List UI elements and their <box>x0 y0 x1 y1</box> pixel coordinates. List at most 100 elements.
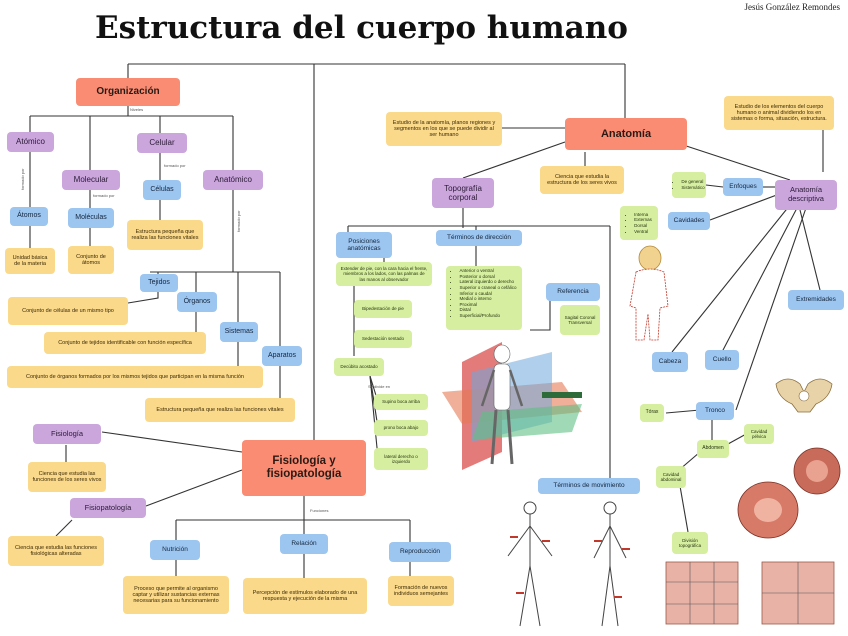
def-moleculas: Conjunto de átomos <box>68 246 114 274</box>
node-atomico: Atómico <box>7 132 54 152</box>
node-organizacion: Organización <box>76 78 180 106</box>
def-nutricion: Proceso que permite al organismo captar … <box>123 576 229 614</box>
label-atomos: Átomos <box>17 212 41 220</box>
node-prono: prono boca abajo <box>374 420 428 436</box>
node-aparatos: Aparatos <box>262 346 302 366</box>
note-funciones: Funciones <box>310 508 329 513</box>
cavidad-item: Interna <box>634 212 652 218</box>
node-reproduccion: Reproducción <box>389 542 451 562</box>
node-cavidades: Cavidades <box>668 212 710 230</box>
label-fisiologia-y-fisiopatologia: Fisiología y fisiopatología <box>266 454 342 480</box>
direccion-item: Lateral izquierdo o derecho <box>459 279 516 285</box>
direcciones-items: Anterior o ventral Posterior o dorsal La… <box>451 268 516 319</box>
label-tejidos: Tejidos <box>148 278 170 286</box>
node-sedestacion: Sedestación sentado <box>354 330 412 348</box>
node-bipedestacion: Bipedestación de pie <box>354 300 412 318</box>
label-terminos-direccion: Términos de dirección <box>447 234 511 242</box>
def-tejidos: Conjunto de células de un mismo tipo <box>8 297 128 325</box>
node-tejidos: Tejidos <box>140 274 178 292</box>
node-molecular: Molecular <box>62 170 120 190</box>
label-cavidad-abdominal: Cavidad abdominal <box>660 471 682 482</box>
text-sistemas-def: Conjunto de órganos formados por los mis… <box>26 373 244 380</box>
node-extremidades: Extremidades <box>788 290 844 310</box>
label-anatomico: Anatómico <box>214 175 252 185</box>
page-title: Estructura del cuerpo humano <box>95 10 628 46</box>
def-posiciones: Extender de pie, con la cara hacia el fr… <box>336 262 432 286</box>
node-abdomen: Abdomen <box>697 440 729 458</box>
label-nutricion: Nutrición <box>162 546 188 554</box>
node-supino: Supino boca arriba <box>374 394 428 410</box>
def-fisiopatologia: Ciencia que estudia las funciones fisiol… <box>8 536 104 566</box>
note-formado-por-3: formado por <box>164 163 186 168</box>
label-cabeza: Cabeza <box>658 358 682 366</box>
node-division-topografica: División topográfica <box>672 532 708 554</box>
enfoque-item: Sistemático <box>681 185 704 191</box>
direccion-item: Superficial/Profundo <box>459 313 516 319</box>
label-posiciones: Posiciones anatómicas <box>347 237 381 252</box>
node-cavidad-abdominal: Cavidad abdominal <box>656 466 686 488</box>
label-relacion: Relación <box>291 540 317 548</box>
text-fisiologia-def: Ciencia que estudia las funciones de los… <box>32 470 102 483</box>
text-atomos-def: Unidad básica de la materia <box>12 254 48 267</box>
label-abdomen: Abdomen <box>702 445 724 452</box>
text-referencia-def: Sagital Coronal Transversal <box>564 314 596 325</box>
note-formado-por-1: formado por <box>20 168 25 190</box>
label-supino: Supino boca arriba <box>382 399 420 405</box>
label-lateral: lateral derecho o izquierdo <box>384 453 418 464</box>
cavidad-item: Ventral <box>634 229 652 235</box>
node-nutricion: Nutrición <box>150 540 200 560</box>
label-aparatos: Aparatos <box>267 351 297 359</box>
text-moleculas-def: Conjunto de átomos <box>76 253 106 266</box>
label-fisiopatologia: Fisiopatología <box>84 502 132 512</box>
text-fisiopatologia-def: Ciencia que estudia las funciones fisiol… <box>15 544 97 557</box>
def-atomos: Unidad básica de la materia <box>5 248 55 274</box>
label-extremidades: Extremidades <box>796 296 836 304</box>
anatomical-planes-figure <box>442 342 582 470</box>
pelvis-figure <box>775 378 833 413</box>
label-celular: Celular <box>149 138 175 148</box>
label-atomico: Atómico <box>16 137 45 147</box>
label-organizacion: Organización <box>96 86 160 98</box>
node-celulas: Células <box>143 180 181 200</box>
def-anatomia: Ciencia que estudia la estructura de los… <box>540 166 624 194</box>
def-referencia: Sagital Coronal Transversal <box>560 305 600 335</box>
enfoque-item: De general <box>681 179 704 185</box>
node-celular: Celular <box>137 133 187 153</box>
author-name: Jesús González Remondes <box>744 2 840 12</box>
node-atomos: Átomos <box>10 207 48 226</box>
def-relacion: Percepción de estímulos elaborado de una… <box>243 578 367 614</box>
def-aparatos: Estructura pequeña que realiza las funci… <box>145 398 295 422</box>
node-terminos-movimiento: Términos de movimiento <box>538 478 640 494</box>
node-fisiologia-y-fisiopatologia: Fisiología y fisiopatología <box>242 440 366 496</box>
direccion-item: Distal <box>459 307 516 313</box>
node-lateral: lateral derecho o izquierdo <box>374 448 428 470</box>
label-cavidades: Cavidades <box>673 217 705 225</box>
def-topografia: Estudio de la anatomía, planos regiones … <box>386 112 502 146</box>
node-enfoques: Enfoques <box>723 178 763 196</box>
label-topografia: Topografía corporal <box>444 183 482 202</box>
node-moleculas: Moléculas <box>68 208 114 228</box>
label-referencia: Referencia <box>557 288 589 296</box>
label-sistemas: Sistemas <box>224 327 254 335</box>
node-cabeza: Cabeza <box>652 352 688 372</box>
label-anat-descriptiva: Anatomía descriptiva <box>788 185 824 203</box>
direccion-item: Inferior o caudal <box>459 291 516 297</box>
node-tronco: Tronco <box>696 402 734 420</box>
label-cuello: Cuello <box>712 356 732 364</box>
node-fisiopatologia: Fisiopatología <box>70 498 146 518</box>
list-direcciones: Anterior o ventral Posterior o dorsal La… <box>446 266 522 330</box>
node-posiciones: Posiciones anatómicas <box>336 232 392 258</box>
def-anat-descriptiva: Estudio de los elementos del cuerpo huma… <box>724 96 834 130</box>
node-topografia: Topografía corporal <box>432 178 494 208</box>
def-reproduccion: Formación de nuevos individuos semejante… <box>388 576 454 606</box>
cavidad-item: Externas <box>634 217 652 223</box>
label-organos: Órganos <box>183 297 211 305</box>
direccion-item: Proximal <box>459 302 516 308</box>
node-sistemas: Sistemas <box>220 322 258 342</box>
label-reproduccion: Reproducción <box>399 548 441 556</box>
direccion-item: Medial o interno <box>459 296 516 302</box>
label-moleculas: Moléculas <box>75 213 107 221</box>
body-outline-figure <box>629 245 669 341</box>
